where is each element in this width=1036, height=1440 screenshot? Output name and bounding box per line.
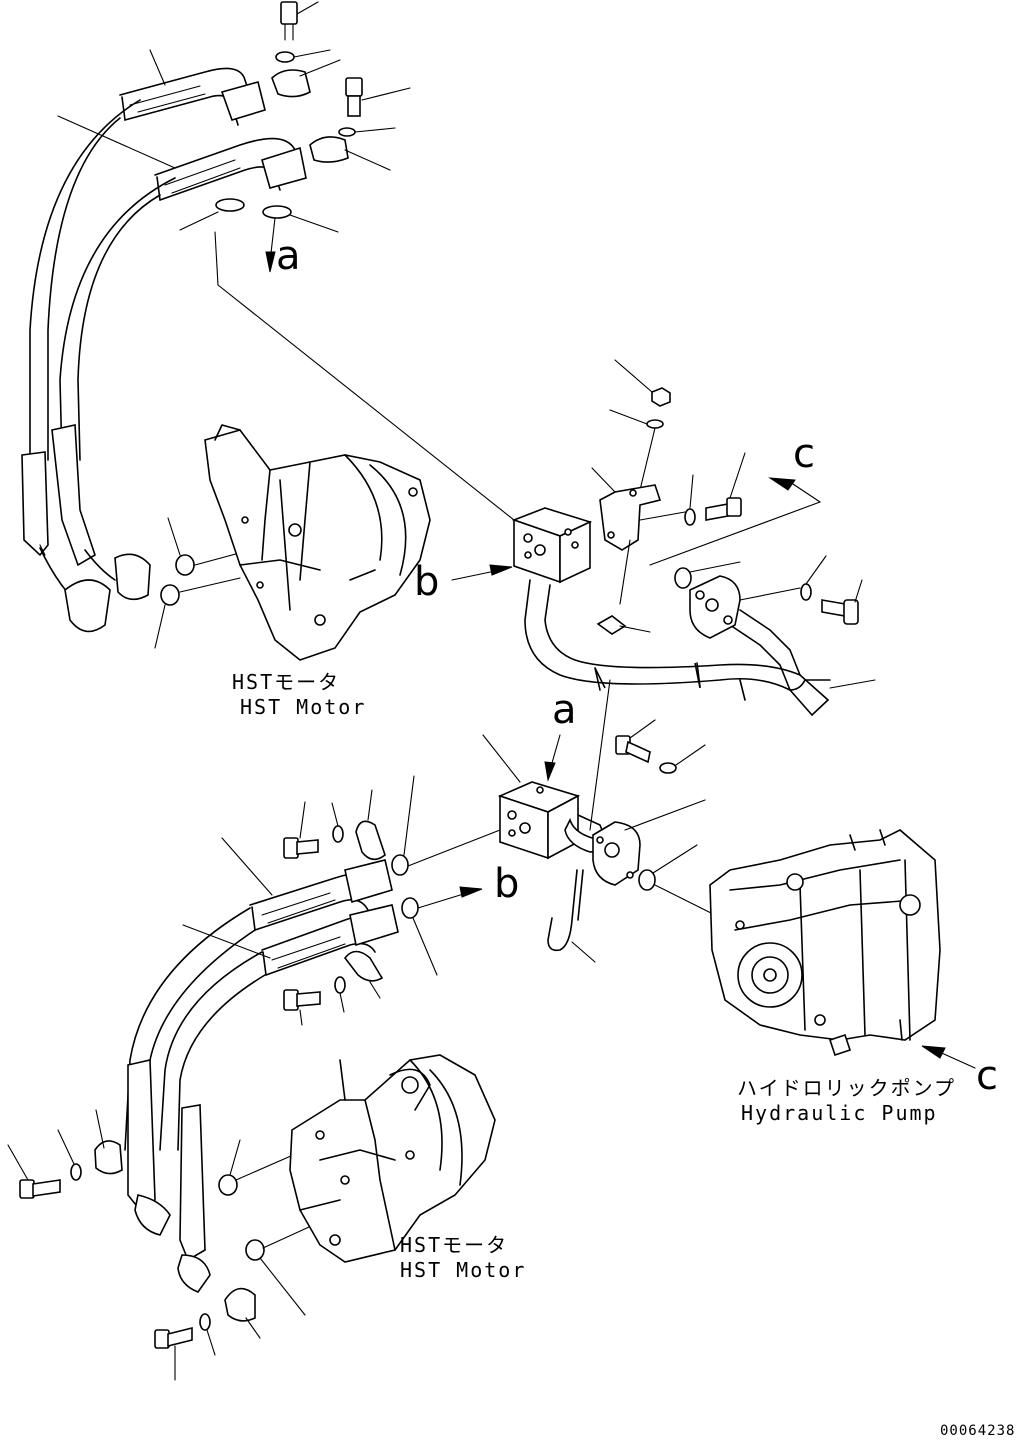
lower-bottom-washer: [199, 1313, 216, 1356]
lower-hose-2: [182, 904, 399, 976]
upper-washer-2: [338, 127, 396, 137]
drawing-number: 00064238: [940, 1423, 1016, 1439]
lower-washer-mid: [659, 744, 706, 774]
ref-label-c-upper: c: [793, 431, 815, 477]
pipe-bolt: [821, 579, 863, 625]
pipe-o-ring: [674, 561, 741, 589]
ref-label-a-upper: a: [276, 233, 301, 279]
arrow-to-ref-b-lower: [417, 886, 483, 909]
arrow-to-ref-a-lower: [544, 734, 561, 782]
upper-hst-motor-body: [204, 424, 431, 661]
pipe-flange: [689, 575, 741, 639]
bracket-washer: [684, 474, 696, 526]
lower-clamp-1: [355, 789, 386, 861]
lower-motor-o-ring-2: [245, 1221, 321, 1316]
lower-bolt-1: [283, 801, 319, 859]
lower-hook: [547, 869, 596, 963]
upper-motor-caption-en: HST Motor: [240, 695, 367, 719]
lower-motor-caption-jp: HSTモータ: [400, 1233, 509, 1257]
arrow-to-ref-c-upper: [649, 477, 821, 566]
block-b: [214, 231, 593, 584]
lower-bolt-2: [283, 989, 321, 1026]
arrow-to-block-b: [451, 564, 513, 581]
hydraulic-pump-body: [709, 829, 941, 1057]
upper-clamp-2: [309, 136, 391, 171]
upper-hose-1: [119, 49, 266, 126]
motor-upper-o-ring-2: [154, 577, 241, 649]
upper-motor-caption-jp: HSTモータ: [232, 670, 341, 694]
pipe-washer: [739, 555, 827, 601]
upper-nut-washer: [609, 409, 664, 491]
pipe-clip: [596, 539, 651, 635]
lower-bottom-bolt: [154, 1326, 193, 1381]
upper-nut: [614, 359, 671, 407]
lower-flange: [592, 799, 706, 886]
lower-hst-motor-body: [289, 1054, 496, 1263]
lower-clamp-2: [343, 950, 384, 999]
arrow-to-ref-a-upper: [265, 217, 276, 273]
upper-o-ring-2: [262, 205, 339, 233]
bracket: [591, 467, 686, 551]
lower-hose-1: [221, 837, 393, 931]
upper-bolt-2: [345, 77, 411, 117]
lower-washer-1: [331, 802, 344, 843]
upper-washer-1: [275, 49, 331, 63]
ref-label-b-lower: b: [494, 861, 520, 907]
upper-bolt-1: [280, 1, 319, 41]
bracket-bolt: [705, 452, 746, 521]
leader-middle-lower: [589, 679, 611, 831]
lower-motor-caption-en: HST Motor: [400, 1258, 527, 1282]
upper-hose-2: [57, 115, 307, 201]
lower-left-clamp: [94, 1109, 123, 1175]
lower-left-washer: [57, 1129, 82, 1181]
ref-label-c-lower: c: [976, 1053, 998, 1099]
upper-long-hose-left: [21, 99, 176, 633]
lower-o-ring-1: [391, 775, 501, 876]
pump-caption-jp: ハイドロリックポンプ: [737, 1076, 956, 1100]
middle-pipe: [524, 579, 876, 716]
ref-label-b-upper: b: [414, 559, 440, 605]
lower-o-ring-2: [401, 897, 438, 976]
lower-left-bolt: [7, 1144, 61, 1199]
lower-long-hose: [124, 907, 266, 1293]
lower-block-a: [482, 734, 581, 860]
ref-label-a-lower: a: [552, 687, 577, 733]
arrow-to-ref-c-lower: [921, 1045, 976, 1069]
lower-bottom-clamp: [224, 1287, 261, 1339]
lower-motor-o-ring-1: [218, 1139, 301, 1196]
pump-caption-en: Hydraulic Pump: [741, 1101, 938, 1125]
lower-washer-2: [334, 976, 346, 1013]
upper-clamp-1: [271, 59, 341, 98]
upper-o-ring-1: [179, 198, 245, 231]
lower-bolt-mid: [615, 719, 656, 764]
